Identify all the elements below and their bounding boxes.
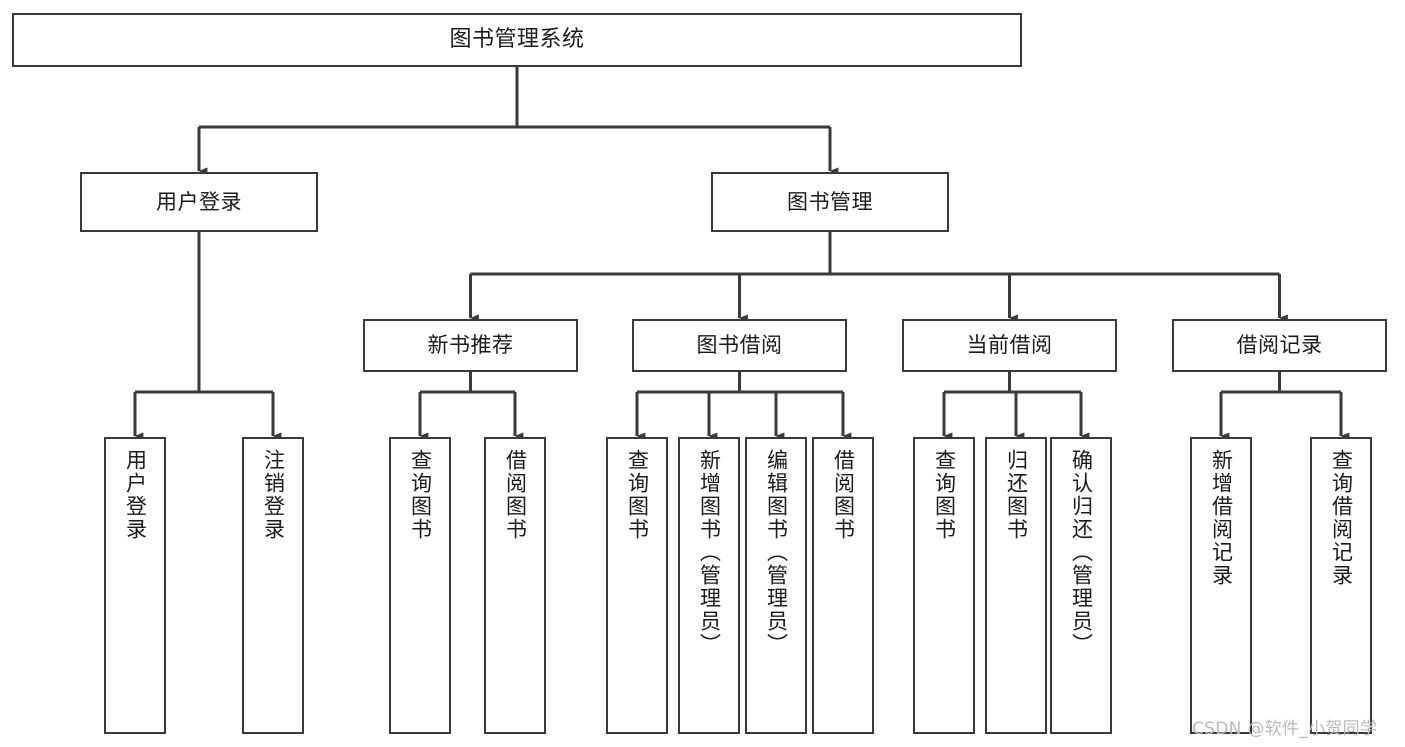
node-label: 图书管理系统 <box>449 27 585 53</box>
node-label: 用户登录 <box>123 449 148 541</box>
edge-layer <box>133 67 1350 440</box>
node-label: 借阅图书 <box>831 449 856 541</box>
node-label: 新增图书（管理员） <box>697 449 722 656</box>
node-label: 注销登录 <box>261 449 286 541</box>
node-leaf-nb-borrow[interactable]: 借阅图书 <box>484 437 546 734</box>
node-login[interactable]: 用户登录 <box>80 172 318 232</box>
node-leaf-nb-query[interactable]: 查询图书 <box>389 437 451 734</box>
node-leaf-rc-query[interactable]: 查询借阅记录 <box>1310 437 1372 734</box>
node-label: 查询借阅记录 <box>1329 449 1354 587</box>
node-label: 归还图书 <box>1004 449 1029 541</box>
node-leaf-cb-query[interactable]: 查询图书 <box>913 437 975 734</box>
node-leaf-bl-add[interactable]: 新增图书（管理员） <box>678 437 740 734</box>
node-root[interactable]: 图书管理系统 <box>12 13 1022 67</box>
node-label: 查询图书 <box>625 449 650 541</box>
node-label: 用户登录 <box>156 189 242 214</box>
watermark: CSDN @软件_小贺同学 <box>1192 719 1378 739</box>
node-leaf-rc-add[interactable]: 新增借阅记录 <box>1190 437 1252 734</box>
node-leaf-bl-query[interactable]: 查询图书 <box>606 437 668 734</box>
node-record[interactable]: 借阅记录 <box>1172 319 1387 372</box>
node-label: 查询图书 <box>932 449 957 541</box>
node-label: 借阅图书 <box>503 449 528 541</box>
node-label: 编辑图书（管理员） <box>764 449 789 656</box>
node-current[interactable]: 当前借阅 <box>902 319 1117 372</box>
node-label: 当前借阅 <box>966 333 1053 358</box>
node-newbook[interactable]: 新书推荐 <box>363 319 578 372</box>
node-leaf-user-logout[interactable]: 注销登录 <box>242 437 304 734</box>
node-leaf-bl-edit[interactable]: 编辑图书（管理员） <box>745 437 807 734</box>
node-label: 查询图书 <box>408 449 433 541</box>
node-label: 新书推荐 <box>427 333 514 358</box>
node-label: 借阅记录 <box>1236 333 1323 358</box>
node-label: 确认归还（管理员） <box>1069 449 1094 656</box>
node-leaf-bl-borrow[interactable]: 借阅图书 <box>812 437 874 734</box>
node-borrow[interactable]: 图书借阅 <box>632 319 847 372</box>
node-label: 图书管理 <box>787 189 873 214</box>
node-leaf-user-login[interactable]: 用户登录 <box>104 437 166 734</box>
node-label: 新增借阅记录 <box>1209 449 1234 587</box>
node-leaf-cb-return[interactable]: 归还图书 <box>985 437 1047 734</box>
node-label: 图书借阅 <box>696 333 783 358</box>
node-bookmgmt[interactable]: 图书管理 <box>711 172 949 232</box>
node-leaf-cb-confirm[interactable]: 确认归还（管理员） <box>1050 437 1112 734</box>
